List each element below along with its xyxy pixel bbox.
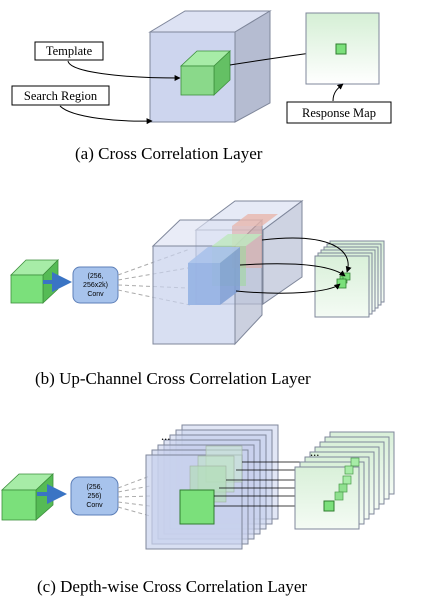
upchannel-arrow-top [261, 237, 352, 273]
ellipsis-left-c: ... [161, 429, 170, 443]
input-feature-cube-c [0, 473, 55, 521]
upchannel-arrow-mid [239, 263, 346, 277]
template-cube [179, 50, 232, 96]
search-region-label: Search Region [24, 89, 98, 103]
search-region-arrow [59, 105, 153, 125]
response-maps-b [314, 240, 385, 318]
response-peak-c [323, 500, 335, 512]
response-map-label: Response Map [302, 106, 376, 120]
caption-a: (a) Cross Correlation Layer [75, 144, 263, 163]
conv-label-b-line3: Conv [87, 291, 104, 298]
ellipsis-right-c: ... [310, 445, 319, 459]
upchannel-arrow-bottom [235, 283, 341, 294]
panel-b: (256, 256x2k) Conv [10, 200, 385, 388]
caption-b: (b) Up-Channel Cross Correlation Layer [35, 369, 311, 388]
kernel-square-c [179, 489, 215, 525]
panel-c: (256, 256) Conv ... [0, 424, 395, 596]
template-arrow [67, 60, 181, 81]
conv-label-c-line3: Conv [86, 502, 103, 509]
search-region-cube [148, 10, 272, 123]
caption-c: (c) Depth-wise Cross Correlation Layer [37, 577, 307, 596]
response-map-peak [335, 43, 347, 55]
search-region-label-box [11, 85, 110, 106]
kernel-blue-bar [188, 247, 240, 305]
panel-a: Template Search Region Response Map (a) … [11, 10, 392, 163]
template-label-box [34, 41, 104, 61]
input-feature-cube-b [10, 259, 59, 304]
response-maps-c [294, 431, 395, 530]
conv-box-c[interactable] [70, 476, 119, 516]
conv-label-b-line2: 256x2k) [83, 282, 108, 289]
conv-label-c-line1: (256, [87, 484, 103, 491]
response-map-label-box [286, 101, 392, 124]
conv-label-b-line1: (256, [88, 273, 104, 280]
response-map-arrow [332, 83, 344, 102]
feature-slabs-c [145, 424, 279, 550]
projection-lines-c [117, 475, 151, 517]
template-label: Template [46, 44, 93, 58]
conv-label-c-line2: 256) [87, 493, 101, 500]
